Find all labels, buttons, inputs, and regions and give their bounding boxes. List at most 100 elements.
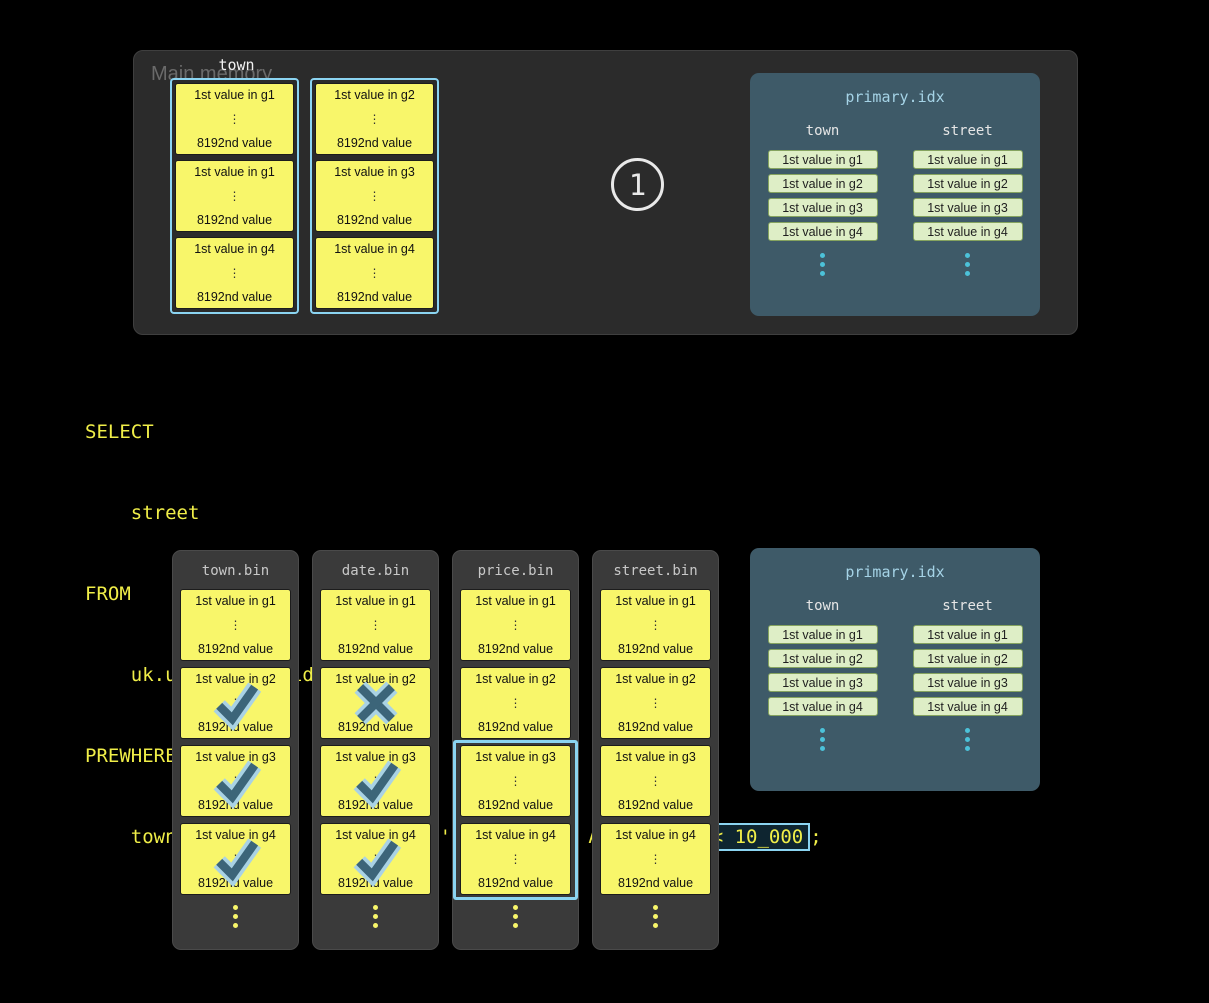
granule-first-value: 1st value in g3 (334, 165, 415, 179)
granule-block: 1st value in g1 ⋮ 8192nd value (460, 589, 571, 661)
vertical-ellipsis-icon: ⋮ (509, 617, 522, 632)
dot (653, 923, 658, 928)
granule-block: 1st value in g2⋮8192nd value (315, 83, 434, 155)
dot (820, 271, 825, 276)
dot (373, 923, 378, 928)
granule-last-value: 8192nd value (477, 797, 554, 812)
granule-last-value: 8192nd value (337, 641, 414, 656)
granule-first-value: 1st value in g2 (475, 672, 556, 686)
step-1-badge: 1 (611, 158, 664, 211)
granule-block: 1st value in g2⋮8192nd value (320, 667, 431, 739)
vertical-ellipsis-icon: ⋮ (368, 265, 381, 280)
granule-last-value: 8192nd value (337, 797, 414, 812)
index-column-header: town (805, 123, 840, 139)
granule-first-value: 1st value in g3 (475, 750, 556, 764)
granule-first-value: 1st value in g1 (475, 594, 556, 608)
index-entry: 1st value in g4 (767, 222, 878, 241)
dot (653, 914, 658, 919)
granule-first-value: 1st value in g3 (335, 750, 416, 764)
granule-last-value: 8192nd value (477, 875, 554, 890)
granule-last-value: 8192nd value (197, 719, 274, 734)
granule-block: 1st value in g4⋮8192nd value (315, 237, 434, 309)
dot (820, 728, 825, 733)
index-entry: 1st value in g2 (767, 649, 878, 668)
vertical-ellipsis-icon: ⋮ (649, 617, 662, 632)
granule-last-value: 8192nd value (196, 289, 273, 304)
granule-last-value: 8192nd value (617, 719, 694, 734)
vertical-ellipsis-icon: ⋮ (229, 617, 242, 632)
sql-line-street: street (85, 502, 200, 524)
idx-more-entries-ellipsis (965, 253, 970, 276)
dot (820, 746, 825, 751)
granule-block: 1st value in g1 ⋮ 8192nd value (180, 589, 291, 661)
index-entry: 1st value in g2 (912, 649, 1023, 668)
granule-block: 1st value in g3⋮8192nd value (320, 745, 431, 817)
dot (965, 262, 970, 267)
granule-last-value: 8192nd value (197, 875, 274, 890)
index-entry: 1st value in g1 (912, 150, 1023, 169)
dot (373, 914, 378, 919)
index-entry: 1st value in g3 (767, 198, 878, 217)
bin-more-granules-ellipsis (313, 905, 438, 928)
granule-first-value: 1st value in g4 (475, 828, 556, 842)
granule-first-value: 1st value in g1 (335, 594, 416, 608)
granule-last-value: 8192nd value (196, 135, 273, 150)
sql-line-from: FROM (85, 583, 131, 605)
sql-condition-suffix: ; (810, 826, 822, 848)
loaded-granules-stack-2: 1st value in g2 ⋮ 8192nd value 1st value in… (310, 78, 439, 314)
vertical-ellipsis-icon: ⋮ (649, 851, 662, 866)
granule-last-value: 8192nd value (477, 641, 554, 656)
granule-last-value: 8192nd value (197, 641, 274, 656)
granule-first-value: 1st value in g2 (335, 672, 416, 686)
dot (820, 253, 825, 258)
index-entry: 1st value in g4 (767, 697, 878, 716)
index-entry: 1st value in g3 (912, 673, 1023, 692)
index-entry: 1st value in g1 (767, 150, 878, 169)
granule-block: 1st value in g4⋮8192nd value (175, 237, 294, 309)
vertical-ellipsis-icon: ⋮ (229, 851, 242, 866)
index-column-header: street (942, 598, 993, 614)
granule-last-value: 8192nd value (336, 289, 413, 304)
dot (965, 271, 970, 276)
granule-first-value: 1st value in g2 (334, 88, 415, 102)
granule-block: 1st value in g4⋮8192nd value (460, 823, 571, 895)
granule-block: 1st value in g3⋮8192nd value (600, 745, 711, 817)
granule-block: 1st value in g3⋮8192nd value (460, 745, 571, 817)
granule-first-value: 1st value in g1 (195, 594, 276, 608)
column-file-title: town.bin (201, 563, 270, 579)
granule-last-value: 8192nd value (617, 875, 694, 890)
granule-first-value: 1st value in g1 (615, 594, 696, 608)
sql-line-select: SELECT (85, 421, 154, 443)
dot (965, 737, 970, 742)
index-entry: 1st value in g1 (912, 625, 1023, 644)
column-file-title: street.bin (613, 563, 698, 579)
granule-first-value: 1st value in g3 (195, 750, 276, 764)
granule-first-value: 1st value in g4 (615, 828, 696, 842)
vertical-ellipsis-icon: ⋮ (369, 617, 382, 632)
vertical-ellipsis-icon: ⋮ (368, 111, 381, 126)
dot (373, 905, 378, 910)
index-column-header: street (942, 123, 993, 139)
idx-more-entries-ellipsis (965, 728, 970, 751)
granule-last-value: 8192nd value (197, 797, 274, 812)
dot (233, 905, 238, 910)
bin-more-granules-ellipsis (453, 905, 578, 928)
dot (820, 262, 825, 267)
dot (965, 728, 970, 733)
index-entry: 1st value in g4 (912, 697, 1023, 716)
column-file-title: date.bin (341, 563, 410, 579)
bin-more-granules-ellipsis (173, 905, 298, 928)
